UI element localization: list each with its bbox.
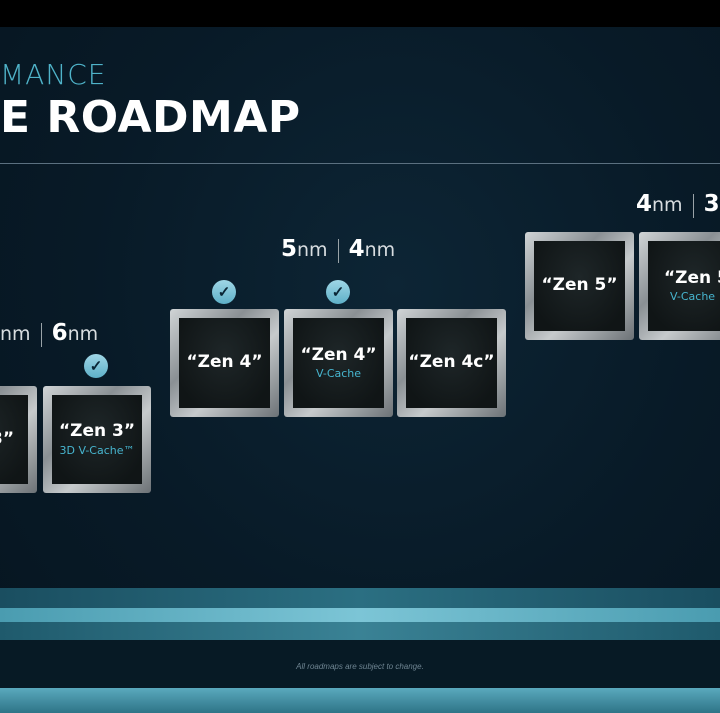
node-1-right-value: 6 (51, 320, 68, 346)
chip-subtitle: V-Cache (315, 367, 362, 381)
chip-zen-5: “Zen 5” (525, 232, 634, 340)
chip-subtitle: V-Cache (670, 290, 716, 304)
node-3-left-unit: nm (652, 194, 683, 216)
node-3-left-value: 4 (636, 191, 653, 217)
chip-name: 3” (0, 428, 14, 449)
decorative-band (0, 608, 720, 622)
process-node-label-3: 4nm 3 (636, 191, 720, 218)
node-3-right-value: 3 (703, 191, 720, 217)
node-2-left-unit: nm (297, 239, 328, 261)
node-2-right-unit: nm (364, 239, 396, 261)
chip-die: “Zen 4” (179, 318, 270, 408)
chip-name: “Zen 4” (300, 344, 377, 365)
chip-die: “Zen 4” V-Cache (293, 318, 384, 408)
checkmark-icon: ✓ (326, 280, 350, 304)
slide-subtitle: MANCE (0, 58, 107, 91)
chip-name: “Zen 4c” (408, 352, 495, 373)
decorative-band (0, 688, 720, 713)
chip-name: “Zen 5” (664, 267, 720, 288)
disclaimer-text: All roadmaps are subject to change. (296, 662, 424, 671)
checkmark-icon: ✓ (84, 354, 108, 378)
chip-die: “Zen 5” V-Cache (648, 241, 720, 331)
chip-subtitle: 3D V-Cache™ (59, 443, 135, 457)
chip-die: “Zen 5” (534, 241, 625, 331)
decorative-band (0, 640, 720, 688)
chip-zen-4c: “Zen 4c” (397, 309, 506, 417)
chip-name: “Zen 4” (186, 352, 263, 373)
chip-die: “Zen 3” 3D V-Cache™ (52, 395, 142, 484)
chip-die: “Zen 4c” (406, 318, 497, 408)
top-bar (0, 0, 720, 27)
decorative-band (0, 622, 720, 640)
chip-zen-5-v-cache: “Zen 5” V-Cache (639, 232, 720, 340)
node-separator (337, 238, 339, 263)
node-1-right-unit: nm (67, 323, 99, 345)
chip-zen-4: “Zen 4” (170, 309, 279, 417)
chip-name: “Zen 3” (58, 421, 136, 442)
chip-zen-4-v-cache: “Zen 4” V-Cache (284, 309, 393, 417)
node-separator (692, 193, 694, 218)
checkmark-icon: ✓ (212, 280, 236, 304)
chip-name: “Zen 5” (541, 275, 618, 296)
decorative-band (0, 588, 720, 608)
chip-die: 3” (0, 395, 28, 484)
node-2-right-value: 4 (348, 236, 365, 262)
node-separator (40, 322, 42, 347)
chip-zen-3-3d-v-cache: “Zen 3” 3D V-Cache™ (43, 386, 151, 493)
slide-title: E ROADMAP (0, 92, 301, 143)
title-divider (0, 163, 720, 164)
node-2-left-value: 5 (281, 236, 298, 262)
chip-zen-3: 3” (0, 386, 37, 493)
node-1-left-unit: nm (0, 323, 31, 345)
